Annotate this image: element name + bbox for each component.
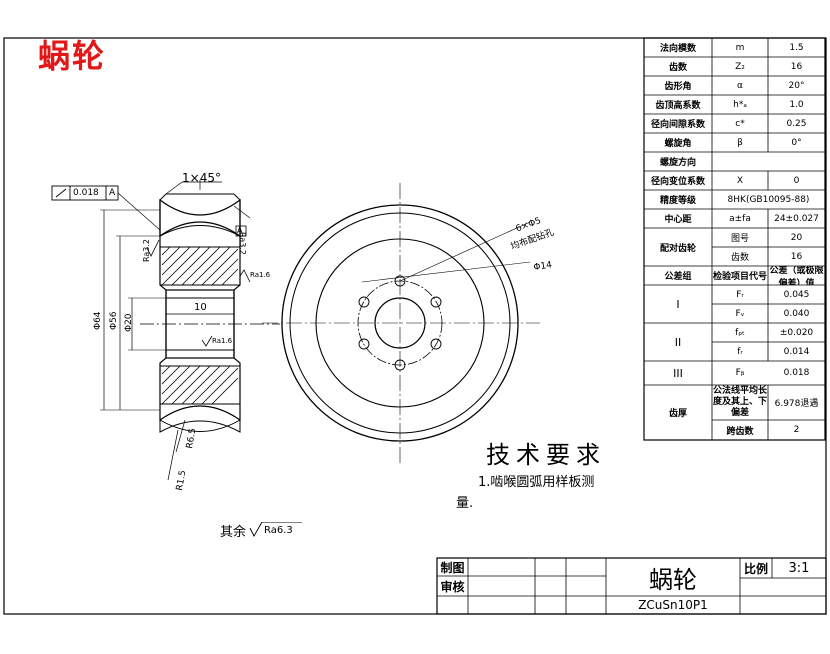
tech-requirement-1: 1.啮喉圆弧用样板测 bbox=[478, 475, 595, 490]
param-label: 螺旋角 bbox=[664, 139, 692, 149]
precision-label: 精度等级 bbox=[659, 196, 696, 206]
check-item-code: Fᵦ bbox=[735, 368, 745, 378]
title-block-grid bbox=[436, 557, 827, 615]
param-symbol: X bbox=[736, 175, 744, 186]
material: ZCuSn10P1 bbox=[638, 598, 708, 612]
check-item-code: fᵣ bbox=[737, 346, 743, 357]
param-value: 20° bbox=[788, 80, 805, 91]
mating-row-value: 20 bbox=[790, 232, 803, 243]
other-roughness-label: 其余 bbox=[220, 525, 247, 540]
param-symbol: h*ₐ bbox=[733, 99, 747, 110]
param-value: 16 bbox=[790, 61, 803, 72]
dia-mid-dim: Φ56 bbox=[109, 311, 119, 330]
tooth-thickness-label: 齿厚 bbox=[668, 409, 687, 419]
runout-value: 0.018 bbox=[73, 188, 99, 198]
check-item-value: 0.014 bbox=[783, 346, 810, 357]
check-item-header: 检验项目代号 bbox=[712, 272, 767, 282]
span-count-label: 跨齿数 bbox=[726, 426, 754, 437]
chamfer-label: 1×45° bbox=[182, 171, 221, 185]
ra-top-label: Ra3.2 bbox=[238, 232, 247, 256]
param-value: 1.0 bbox=[789, 99, 804, 110]
center-distance-label: 中心距 bbox=[664, 215, 692, 225]
ra-tooth-label: Ra3.2 bbox=[142, 238, 151, 262]
ra-small-bottom: Ra1.6 bbox=[212, 337, 233, 345]
tolerance-value-header: 公差（或极限偏差）值 bbox=[769, 266, 824, 285]
datum-ref: A bbox=[109, 188, 116, 198]
other-roughness-value: Ra6.3 bbox=[264, 525, 293, 536]
tolerance-group-header: 公差组 bbox=[664, 272, 692, 282]
tolerance-group-name: III bbox=[673, 366, 683, 380]
param-value: 1.5 bbox=[789, 42, 804, 53]
tooth-thickness-desc: 公法线平均长度及其上、下偏差 bbox=[712, 386, 767, 418]
part-name: 蜗轮 bbox=[649, 565, 697, 594]
mating-row-label: 齿数 bbox=[730, 253, 749, 263]
param-value: 0° bbox=[791, 137, 802, 148]
param-label: 径向间隙系数 bbox=[650, 120, 705, 130]
width-dim: 10 bbox=[194, 302, 207, 313]
check-item-value: 0.018 bbox=[783, 368, 810, 378]
check-item-value: 0.040 bbox=[783, 308, 810, 319]
param-symbol: Z₂ bbox=[735, 61, 745, 72]
drawing-title: 蜗轮 bbox=[38, 37, 107, 75]
tolerance-group-name: II bbox=[674, 335, 682, 349]
datum-mark: A bbox=[237, 226, 243, 235]
check-item-value: 0.045 bbox=[783, 289, 810, 300]
param-table-grid bbox=[643, 37, 826, 441]
section-view bbox=[51, 180, 280, 481]
param-value: 0 bbox=[793, 175, 800, 186]
check-item-code: Fᵣ bbox=[736, 289, 744, 300]
mating-row-label: 图号 bbox=[730, 234, 749, 244]
param-symbol: c* bbox=[735, 118, 745, 129]
param-symbol: α bbox=[737, 80, 743, 91]
param-label: 齿形角 bbox=[664, 82, 692, 92]
checked-by-label: 审核 bbox=[440, 579, 465, 594]
param-label: 齿数 bbox=[668, 63, 687, 73]
precision-value: 8HK(GB10095-88) bbox=[727, 194, 810, 205]
center-distance-symbol: a±fa bbox=[729, 213, 751, 224]
tooth-thickness-value: 6.978退遇 bbox=[774, 399, 819, 409]
center-distance-value: 24±0.027 bbox=[774, 213, 819, 224]
scale-label: 比例 bbox=[743, 561, 768, 576]
check-item-code: Fᵥ bbox=[735, 308, 745, 319]
scale-value: 3:1 bbox=[788, 560, 810, 576]
param-symbol: m bbox=[735, 42, 745, 53]
ra-small-top: Ra1.6 bbox=[250, 271, 271, 279]
check-item-value: ±0.020 bbox=[779, 327, 814, 338]
span-count-value: 2 bbox=[793, 425, 800, 435]
param-symbol: β bbox=[737, 137, 743, 148]
param-label: 法向模数 bbox=[659, 44, 696, 54]
mating-gear-label: 配对齿轮 bbox=[659, 243, 696, 254]
mating-row-value: 16 bbox=[790, 251, 803, 262]
param-label: 径向变位系数 bbox=[650, 177, 705, 187]
sheet-border bbox=[3, 37, 827, 615]
tolerance-group-name: I bbox=[676, 297, 680, 311]
tech-requirement-1-cont: 量. bbox=[456, 496, 474, 511]
roughness-symbol-icon bbox=[249, 522, 302, 537]
drawn-by-label: 制图 bbox=[440, 560, 465, 575]
dia-outer-dim: Φ64 bbox=[93, 311, 103, 330]
front-view bbox=[262, 183, 540, 465]
param-label: 齿顶高系数 bbox=[655, 101, 701, 111]
tech-requirements-heading: 技术要求 bbox=[486, 441, 606, 469]
dia-bore-dim: Φ20 bbox=[124, 313, 134, 332]
param-label: 螺旋方向 bbox=[659, 158, 696, 168]
param-value: 0.25 bbox=[786, 118, 807, 129]
check-item-code: fₚₜ bbox=[735, 327, 745, 338]
